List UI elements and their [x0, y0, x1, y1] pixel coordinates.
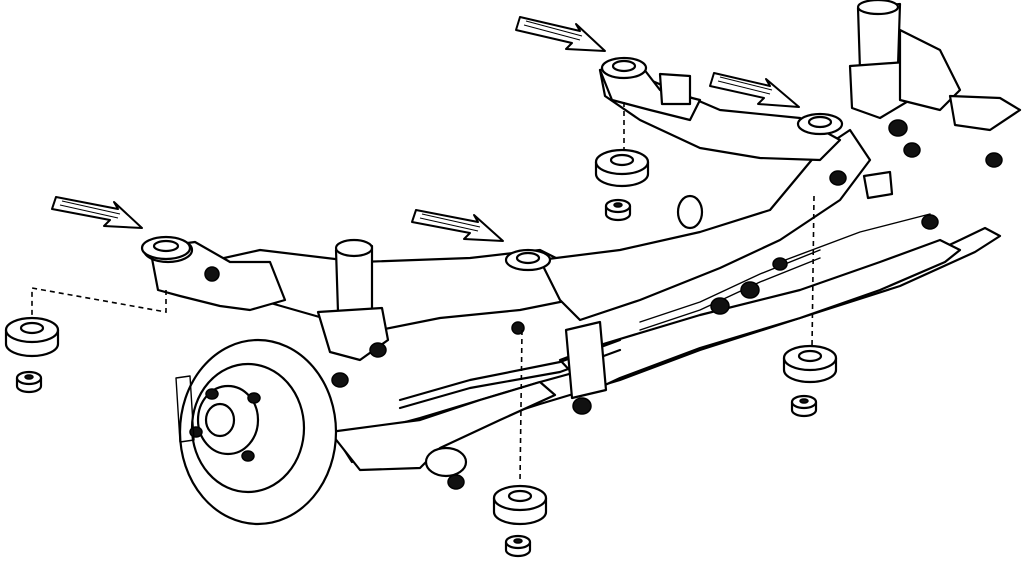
strut-rear-right [848, 0, 1022, 158]
flange-nut [604, 198, 632, 222]
flange-nut [504, 534, 532, 558]
indicator-arrow-rear-right [709, 72, 800, 108]
lower-control-arm [328, 380, 557, 490]
mount-front-left [4, 316, 60, 394]
brake-rotor-hub-assembly [175, 338, 338, 526]
assembly-leader-lines [31, 102, 815, 483]
frame-mount-collars [140, 56, 844, 272]
indicator-arrow-front-left [51, 196, 143, 229]
hardware-details [511, 152, 1003, 415]
indicator-arrow-front-center [411, 209, 504, 242]
insulator-bushing [782, 344, 838, 384]
mount-rear-left [594, 148, 650, 222]
insulator-bushing [594, 148, 650, 188]
insulator-bushing [4, 316, 60, 358]
mount-rear-right [782, 344, 838, 418]
mount-front-center [492, 484, 548, 558]
strut-front-left [316, 238, 390, 388]
indicator-arrow-rear-left [515, 16, 606, 52]
flange-nut [790, 394, 818, 418]
insulator-bushing [492, 484, 548, 526]
flange-nut [15, 370, 43, 394]
